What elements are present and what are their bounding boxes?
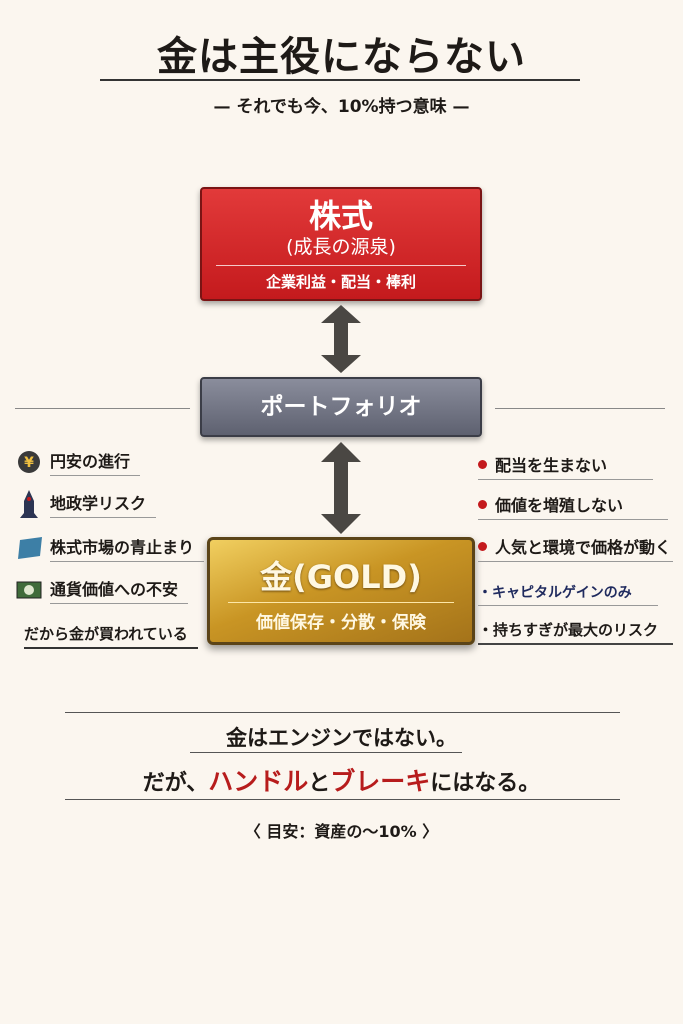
- svg-text:¥: ¥: [24, 455, 34, 471]
- page-title: 金は主役にならない: [157, 34, 526, 80]
- conclusion-line-1: 金はエンジンではない。: [226, 726, 457, 750]
- reason-item: 株式市場の青止まり: [16, 532, 205, 564]
- reason-label: 通貨価値への不安: [50, 576, 189, 604]
- allocation-guideline: 〈 目安：資産の〜10% 〉: [244, 822, 439, 841]
- stock-box: 株式 (成長の源泉) 企業利益・配当・棒利: [200, 187, 482, 301]
- reason-label: 株式市場の青止まり: [50, 534, 205, 562]
- title-divider: [100, 79, 580, 81]
- bullet-icon: [478, 459, 487, 469]
- reason-item: 地政学リスク: [16, 488, 157, 520]
- yen-coin-icon: ¥: [16, 450, 42, 474]
- bullet-icon: [478, 541, 487, 551]
- stock-title: 株式: [308, 197, 373, 235]
- reason-label: 地政学リスク: [50, 490, 157, 518]
- bullet-icon: [478, 499, 487, 509]
- reason-item: 通貨価値への不安: [16, 574, 189, 606]
- reason-conclusion: だから金が買われている: [24, 620, 198, 652]
- double-arrow-icon: [321, 305, 361, 373]
- bottom-divider: [65, 712, 620, 713]
- note-item: ・持ちすぎが最大のリスク: [478, 619, 673, 645]
- conclusion-line-2: だが、ハンドルとブレーキにはなる。: [142, 767, 541, 796]
- reason-label: 円安の進行: [50, 448, 141, 476]
- rocket-icon: [16, 490, 42, 518]
- stock-details: 企業利益・配当・棒利: [265, 273, 416, 291]
- banknote-icon: [16, 578, 42, 602]
- stock-divider: [216, 265, 466, 266]
- double-arrow-icon: [321, 442, 361, 534]
- note-item: ・キャピタルゲインのみ: [478, 582, 658, 606]
- stock-subtitle: (成長の源泉): [286, 236, 396, 258]
- gold-divider: [228, 602, 454, 603]
- con-item: 人気と環境で価格が動く: [478, 534, 673, 562]
- conclusion-underline: [190, 752, 462, 753]
- stock-sign-icon: [16, 536, 42, 560]
- gold-subtitle: 価値保存・分散・保険: [256, 613, 426, 633]
- bottom-divider: [65, 799, 620, 800]
- con-item: 配当を生まない: [478, 452, 653, 480]
- page-subtitle: — それでも今、10%持つ意味 —: [213, 97, 470, 117]
- reason-item: ¥ 円安の進行: [16, 446, 141, 478]
- portfolio-box: ポートフォリオ: [200, 377, 482, 437]
- con-item: 価値を増殖しない: [478, 492, 668, 520]
- right-divider: [495, 408, 665, 409]
- left-divider: [15, 408, 190, 409]
- gold-bar-box: 金(GOLD) 価値保存・分散・保険: [207, 537, 475, 645]
- gold-title: 金(GOLD): [260, 558, 422, 596]
